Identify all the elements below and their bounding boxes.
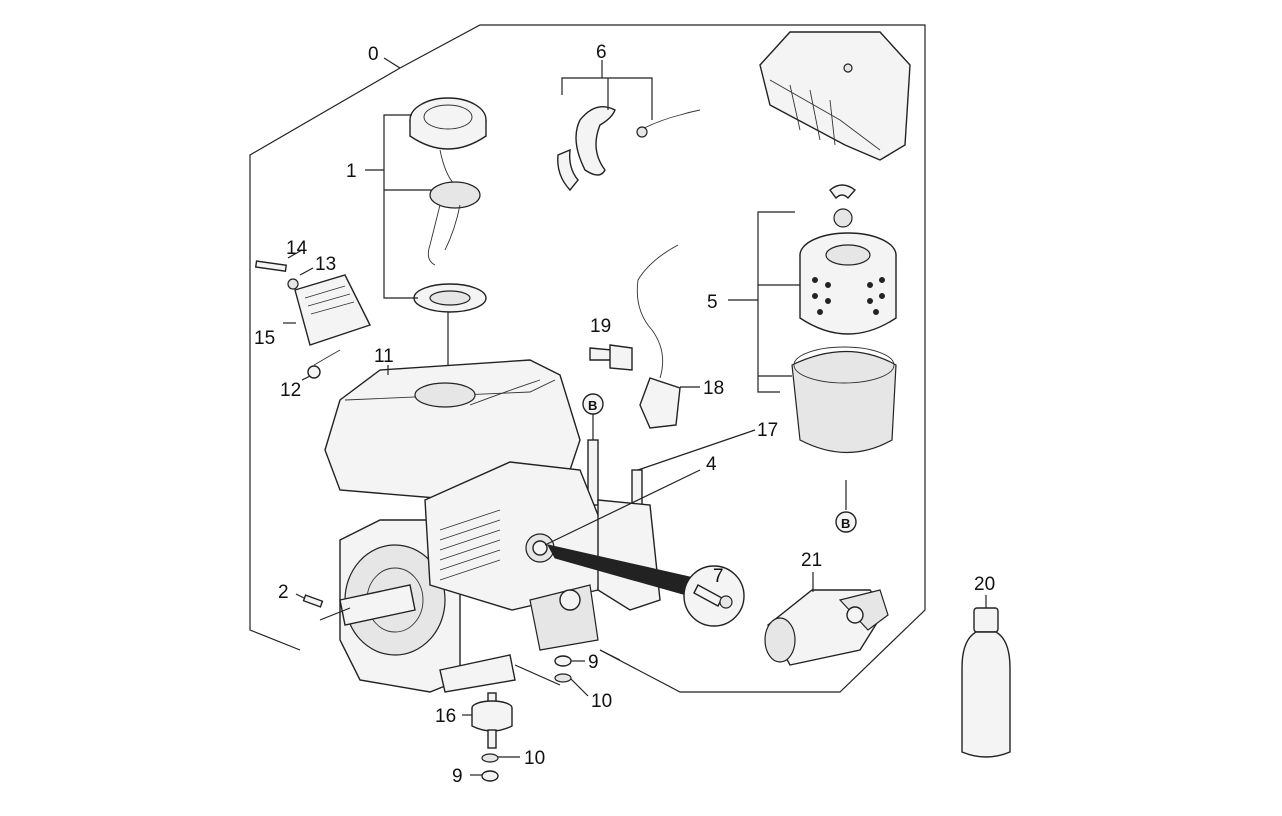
ref-b-bottom-label: B	[841, 516, 850, 531]
callout-16: 16	[435, 706, 456, 727]
callout-5: 5	[707, 292, 718, 313]
assembly-outline	[399, 24, 926, 693]
callout-0: 0	[368, 44, 379, 65]
air-filter-assembly	[791, 184, 897, 453]
callout-1: 1	[346, 161, 357, 182]
ignition-coil-parts	[557, 106, 701, 192]
bracket-1	[383, 114, 418, 299]
spark-plug-cap	[636, 244, 681, 429]
callout-18: 18	[703, 378, 724, 399]
callout-19: 19	[590, 316, 611, 337]
callout-9-lower: 9	[452, 766, 463, 787]
callout-10-upper: 10	[591, 691, 612, 712]
bracket-5	[757, 211, 795, 393]
oil-bottle	[961, 607, 1011, 758]
nut-9-upper	[554, 655, 572, 667]
callout-7: 7	[713, 566, 724, 587]
fuel-cap-assembly	[409, 97, 487, 313]
callout-15: 15	[254, 328, 275, 349]
nut-9-lower	[481, 770, 499, 782]
detail-bolt-7	[683, 565, 745, 627]
washer-13	[287, 278, 299, 290]
engine	[324, 359, 661, 693]
bracket-6	[561, 77, 653, 120]
reference-b-bottom	[835, 511, 857, 533]
cover-plate	[294, 274, 371, 346]
callout-9-upper: 9	[588, 652, 599, 673]
starter-motor	[764, 589, 889, 666]
washer-10-upper	[554, 673, 572, 683]
callout-10-lower: 10	[524, 748, 545, 769]
ref-b-top-label: B	[588, 398, 597, 413]
nut-12	[307, 365, 321, 379]
callout-17: 17	[757, 420, 778, 441]
air-filter-cover	[759, 31, 911, 161]
vibration-damper	[471, 692, 513, 749]
callout-11: 11	[374, 346, 394, 367]
callout-20: 20	[974, 574, 995, 595]
callout-6: 6	[596, 42, 607, 63]
callout-13: 13	[315, 254, 336, 275]
washer-10-lower	[481, 753, 499, 763]
callout-2: 2	[278, 582, 289, 603]
key-2	[302, 594, 324, 608]
callout-14: 14	[286, 238, 308, 259]
spark-plug	[589, 344, 633, 371]
bolt-14	[254, 260, 288, 272]
callout-12: 12	[280, 380, 301, 401]
callout-21: 21	[801, 550, 822, 571]
callout-4: 4	[706, 454, 717, 475]
assembly-outline-left	[249, 67, 401, 651]
